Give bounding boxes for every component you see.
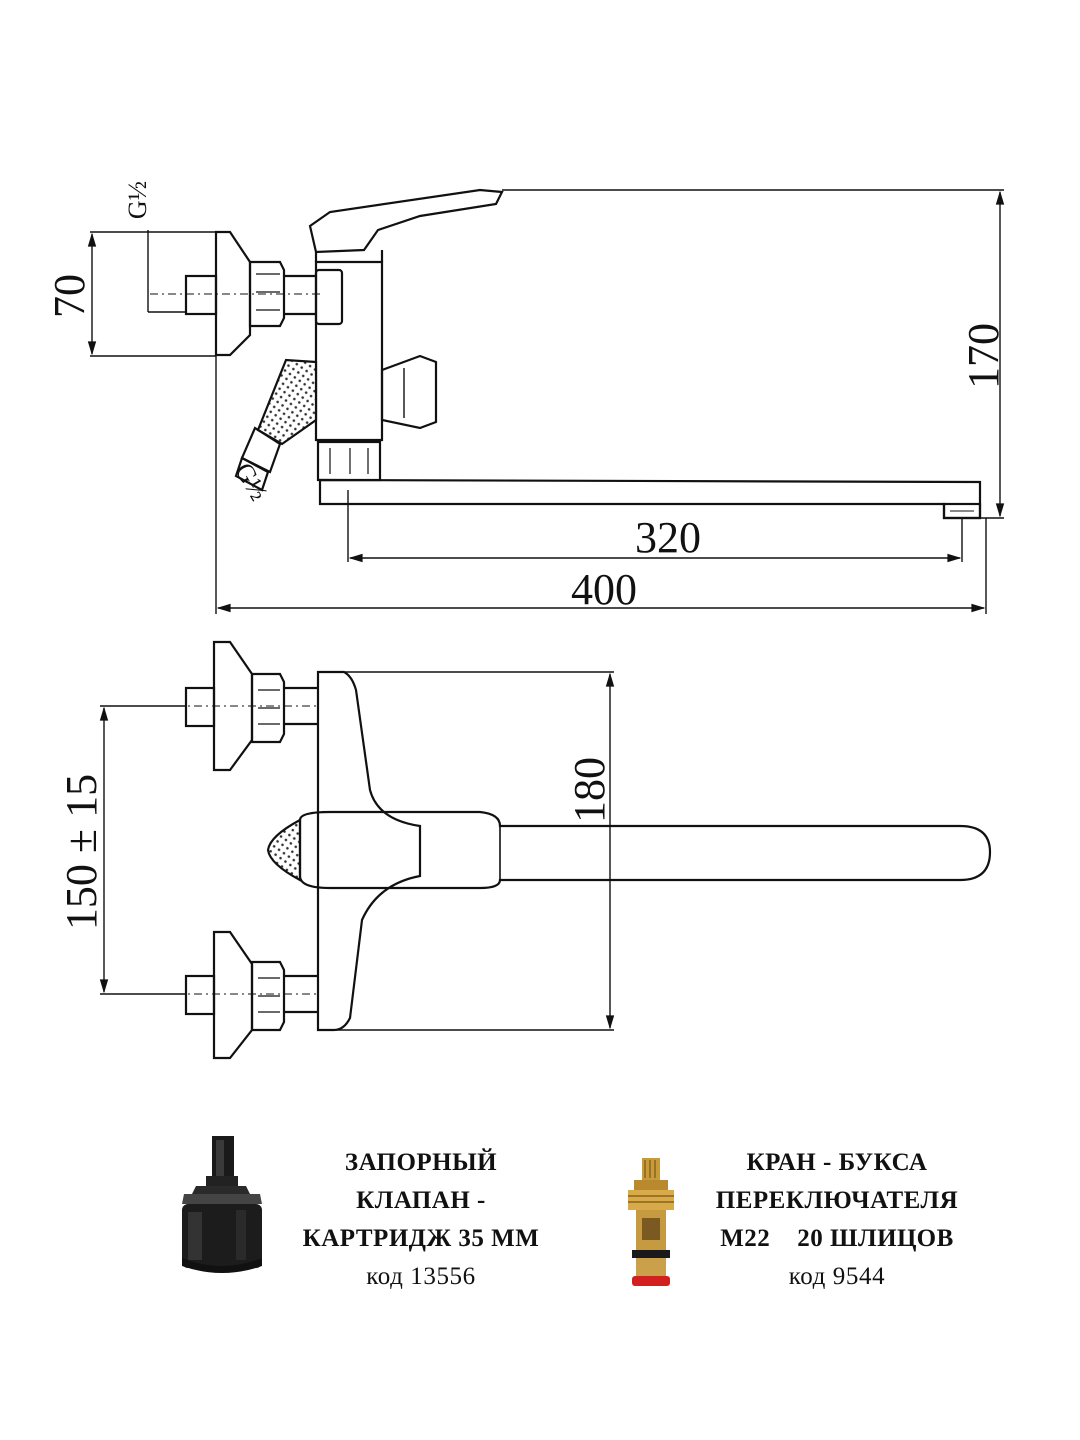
- upper-inlet: [184, 686, 216, 728]
- dim-70: 70: [45, 274, 94, 318]
- spout-nut: [316, 440, 382, 482]
- diverter-knob: [380, 354, 438, 430]
- lower-flange: [212, 930, 254, 1060]
- top-view: [176, 640, 992, 1060]
- side-view-dimensions: [87, 189, 1005, 614]
- part-cartridge-line-1: ЗАПОРНЫЙ: [344, 1149, 498, 1176]
- cartridge-image: [182, 1136, 262, 1273]
- part-valve-code: код 9544: [788, 1263, 886, 1290]
- part-cartridge-line-3: КАРТРИДЖ 35 ММ: [302, 1225, 540, 1252]
- part-cartridge-code: код 13556: [366, 1263, 476, 1290]
- thread-label-bottom: G½: [229, 458, 273, 506]
- body-top-view: [316, 670, 422, 1032]
- spout-top-view: [298, 810, 992, 890]
- dim-150-15: 150 ± 15: [57, 774, 106, 930]
- part-valve-text: КРАН - БУКСА ПЕРЕКЛЮЧАТЕЛЯ М22 20 ШЛИЦОВ…: [692, 1144, 982, 1296]
- mixer-body: [314, 260, 384, 442]
- dim-320: 320: [635, 513, 701, 562]
- dim-180: 180: [565, 757, 614, 823]
- eccentric-nut: [248, 260, 286, 328]
- lever-handle: [308, 188, 504, 254]
- shower-nut: [240, 426, 282, 474]
- part-valve-line-3: М22 20 ШЛИЦОВ: [720, 1225, 954, 1252]
- upper-nut: [250, 672, 286, 744]
- part-cartridge-text: ЗАПОРНЫЙ КЛАПАН - КАРТРИДЖ 35 ММ код 135…: [268, 1144, 574, 1296]
- part-valve-line-1: КРАН - БУКСА: [746, 1149, 928, 1176]
- dim-400: 400: [571, 565, 637, 614]
- wall-flange: [214, 230, 252, 357]
- side-view: [150, 188, 982, 520]
- lower-inlet: [184, 974, 216, 1016]
- part-valve-line-2: ПЕРЕКЛЮЧАТЕЛЯ: [715, 1187, 959, 1214]
- lower-nut: [250, 960, 286, 1032]
- shower-outlet-top: [266, 818, 302, 882]
- top-view-dimensions: [99, 671, 615, 1031]
- technical-drawing: 70 170 320 400 G½ G½: [45, 181, 1008, 1060]
- part-cartridge-line-2: КЛАПАН -: [356, 1187, 486, 1214]
- shower-outlet: [256, 358, 318, 446]
- inlet-pipe: [184, 274, 218, 316]
- valve-head-image: [628, 1158, 674, 1286]
- thread-label-top: G½: [123, 181, 152, 219]
- dim-170: 170: [959, 323, 1008, 389]
